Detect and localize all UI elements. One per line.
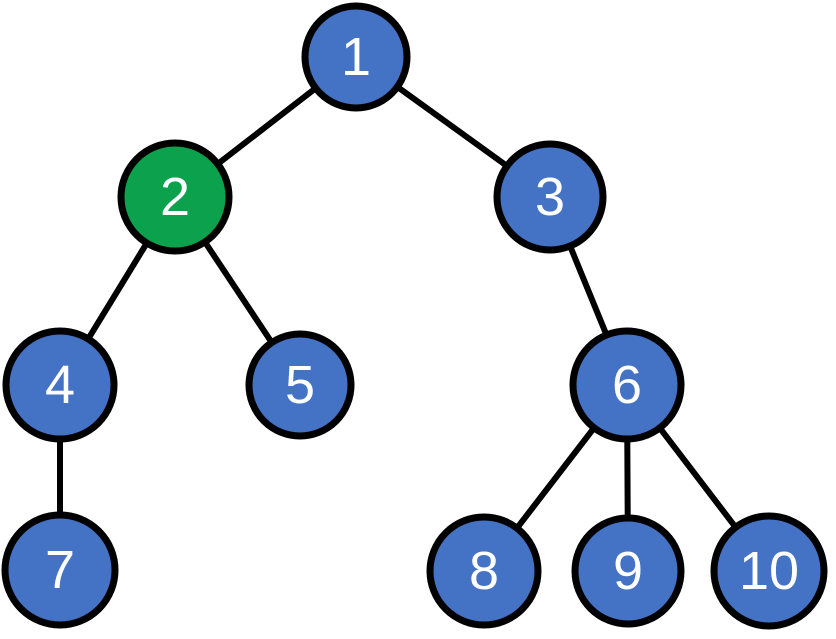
tree-node-circle-10 bbox=[710, 512, 828, 630]
tree-node-1: 1 bbox=[301, 2, 411, 112]
tree-node-circle-9 bbox=[571, 514, 685, 628]
tree-node-circle-2 bbox=[117, 139, 233, 255]
tree-node-4: 4 bbox=[2, 327, 118, 443]
tree-node-3: 3 bbox=[493, 140, 607, 254]
tree-node-circle-4 bbox=[2, 327, 118, 443]
tree-node-circle-1 bbox=[301, 2, 411, 112]
tree-node-circle-5 bbox=[245, 330, 355, 440]
tree-node-5: 5 bbox=[245, 330, 355, 440]
tree-node-9: 9 bbox=[571, 514, 685, 628]
tree-node-circle-8 bbox=[426, 513, 542, 629]
tree-node-10: 10 bbox=[710, 512, 828, 630]
tree-node-7: 7 bbox=[1, 511, 119, 629]
tree-node-circle-3 bbox=[493, 140, 607, 254]
tree-node-8: 8 bbox=[426, 513, 542, 629]
tree-node-circle-6 bbox=[569, 327, 685, 443]
tree-node-circle-7 bbox=[1, 511, 119, 629]
tree-node-6: 6 bbox=[569, 327, 685, 443]
tree-node-2: 2 bbox=[117, 139, 233, 255]
